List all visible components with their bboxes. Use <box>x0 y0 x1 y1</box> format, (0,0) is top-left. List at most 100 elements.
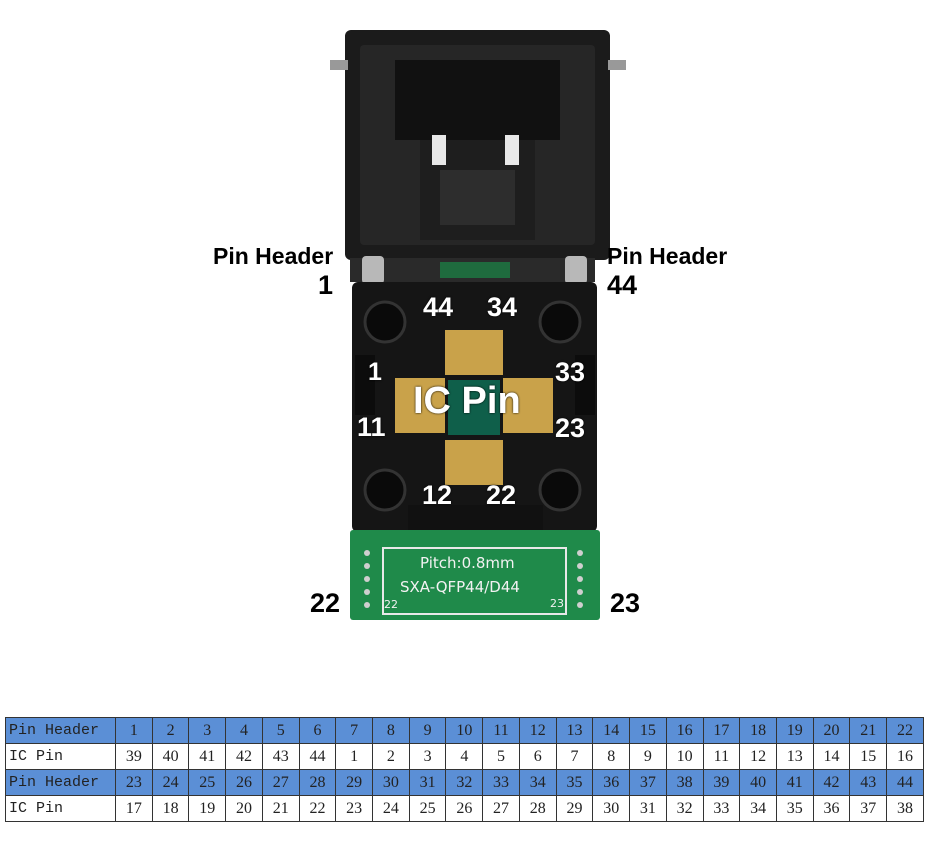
table-cell: 38 <box>665 769 704 796</box>
table-cell: 3 <box>408 743 447 770</box>
table-cell: 1 <box>335 743 374 770</box>
socket-pin-34: 34 <box>487 292 518 322</box>
ic-pin-label: IC Pin <box>413 380 521 422</box>
table-cell: 37 <box>849 795 888 822</box>
table-cell: 39 <box>702 769 741 796</box>
table-cell: 38 <box>886 795 924 822</box>
table-cell: 4 <box>225 717 263 744</box>
table-cell: 34 <box>518 769 557 796</box>
table-cell: 31 <box>629 795 667 822</box>
table-cell: 23 <box>335 795 374 822</box>
pcb-corner-right: 23 <box>550 597 564 610</box>
table-cell: 12 <box>739 743 777 770</box>
table-cell: 16 <box>886 743 924 770</box>
socket-photo <box>330 30 626 620</box>
table-cell: 31 <box>408 769 447 796</box>
table-cell: 23 <box>115 769 153 796</box>
pin-header-right-number: 44 <box>607 270 638 300</box>
table-cell: 22 <box>886 717 924 744</box>
table-cell: 43 <box>849 769 888 796</box>
row-label: IC Pin <box>5 743 116 770</box>
pin-header-right-label: Pin Header <box>607 243 728 269</box>
table-cell: 24 <box>151 769 190 796</box>
table-cell: 2 <box>151 717 190 744</box>
socket-pin-22: 22 <box>486 480 517 510</box>
table-cell: 40 <box>739 769 777 796</box>
table-cell: 43 <box>261 743 300 770</box>
table-cell: 13 <box>555 717 594 744</box>
table-cell: 1 <box>115 717 153 744</box>
socket-lid <box>330 30 626 260</box>
table-cell: 21 <box>849 717 888 744</box>
table-cell: 3 <box>188 717 227 744</box>
table-cell: 10 <box>445 717 484 744</box>
table-cell: 25 <box>188 769 227 796</box>
table-cell: 17 <box>115 795 153 822</box>
table-cell: 9 <box>629 743 667 770</box>
socket-pin-23: 23 <box>555 413 586 443</box>
table-cell: 6 <box>518 743 557 770</box>
socket-pin-12: 12 <box>422 480 453 510</box>
table-cell: 19 <box>775 717 814 744</box>
pin-header-left-number: 1 <box>318 270 334 300</box>
table-cell: 7 <box>335 717 374 744</box>
table-cell: 36 <box>812 795 851 822</box>
table-cell: 5 <box>482 743 520 770</box>
table-cell: 2 <box>372 743 410 770</box>
table-cell: 41 <box>775 769 814 796</box>
table-cell: 6 <box>298 717 337 744</box>
table-cell: 42 <box>812 769 851 796</box>
socket-pin-11: 11 <box>357 412 386 442</box>
table-cell: 5 <box>261 717 300 744</box>
table-cell: 17 <box>702 717 741 744</box>
table-cell: 22 <box>298 795 337 822</box>
table-cell: 15 <box>629 717 667 744</box>
table-cell: 35 <box>555 769 594 796</box>
pcb-model-text: SXA-QFP44/D44 <box>400 578 520 596</box>
table-cell: 8 <box>372 717 410 744</box>
table-cell: 28 <box>298 769 337 796</box>
table-cell: 8 <box>592 743 631 770</box>
table-cell: 44 <box>886 769 924 796</box>
table-cell: 27 <box>261 769 300 796</box>
table-cell: 34 <box>739 795 777 822</box>
table-cell: 21 <box>261 795 300 822</box>
table-cell: 26 <box>445 795 484 822</box>
table-cell: 44 <box>298 743 337 770</box>
table-cell: 29 <box>335 769 374 796</box>
table-cell: 13 <box>775 743 814 770</box>
table-cell: 35 <box>775 795 814 822</box>
table-cell: 7 <box>555 743 594 770</box>
table-cell: 11 <box>702 743 741 770</box>
table-cell: 9 <box>408 717 447 744</box>
table-cell: 27 <box>482 795 520 822</box>
table-cell: 32 <box>445 769 484 796</box>
pin-header-left-label: Pin Header <box>213 243 334 269</box>
pcb-corner-left: 22 <box>384 598 398 611</box>
table-cell: 30 <box>372 769 410 796</box>
table-cell: 25 <box>408 795 447 822</box>
table-cell: 20 <box>812 717 851 744</box>
table-cell: 4 <box>445 743 484 770</box>
row-label: IC Pin <box>5 795 116 822</box>
table-cell: 30 <box>592 795 631 822</box>
table-cell: 36 <box>592 769 631 796</box>
table-cell: 28 <box>518 795 557 822</box>
table-cell: 42 <box>225 743 263 770</box>
table-cell: 16 <box>665 717 704 744</box>
table-cell: 20 <box>225 795 263 822</box>
table-cell: 18 <box>739 717 777 744</box>
table-cell: 32 <box>665 795 704 822</box>
row-label: Pin Header <box>5 769 116 796</box>
table-cell: 37 <box>629 769 667 796</box>
table-cell: 33 <box>702 795 741 822</box>
socket-pin-44: 44 <box>423 292 454 322</box>
hinge <box>350 256 595 284</box>
table-cell: 41 <box>188 743 227 770</box>
table-cell: 19 <box>188 795 227 822</box>
table-cell: 39 <box>115 743 153 770</box>
